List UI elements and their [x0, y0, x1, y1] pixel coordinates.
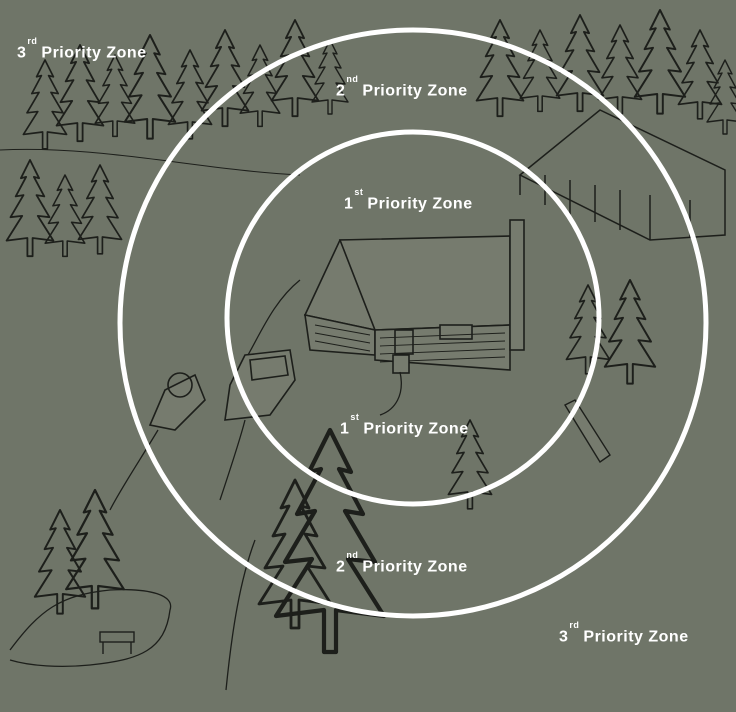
cabin-icon [305, 220, 524, 373]
zone-label-3rd-bottom: 3rdPriority Zone [559, 628, 689, 645]
zone-text: Priority Zone [362, 558, 467, 575]
zone-label-1st-bottom: 1stPriority Zone [340, 420, 469, 437]
zone-number: 3 [559, 628, 568, 645]
zone-label-2nd-top: 2ndPriority Zone [336, 82, 468, 99]
zone-ordinal: st [354, 187, 363, 197]
zone-ordinal: rd [569, 620, 579, 630]
zone-text: Priority Zone [363, 420, 468, 437]
zone-ordinal: st [350, 412, 359, 422]
zone-number: 2 [336, 558, 345, 575]
zone-number: 3 [17, 44, 26, 61]
zone-ordinal: rd [27, 36, 37, 46]
zone-number: 1 [344, 195, 353, 212]
zone-text: Priority Zone [362, 82, 467, 99]
zone-label-3rd-top: 3rdPriority Zone [17, 44, 147, 61]
zone-label-2nd-bottom: 2ndPriority Zone [336, 558, 468, 575]
zone-label-1st-top: 1stPriority Zone [344, 195, 473, 212]
zone-ordinal: nd [346, 550, 358, 560]
zone-number: 2 [336, 82, 345, 99]
zone-text: Priority Zone [583, 628, 688, 645]
zone-number: 1 [340, 420, 349, 437]
zone-text: Priority Zone [41, 44, 146, 61]
zone-text: Priority Zone [367, 195, 472, 212]
zone-ordinal: nd [346, 74, 358, 84]
